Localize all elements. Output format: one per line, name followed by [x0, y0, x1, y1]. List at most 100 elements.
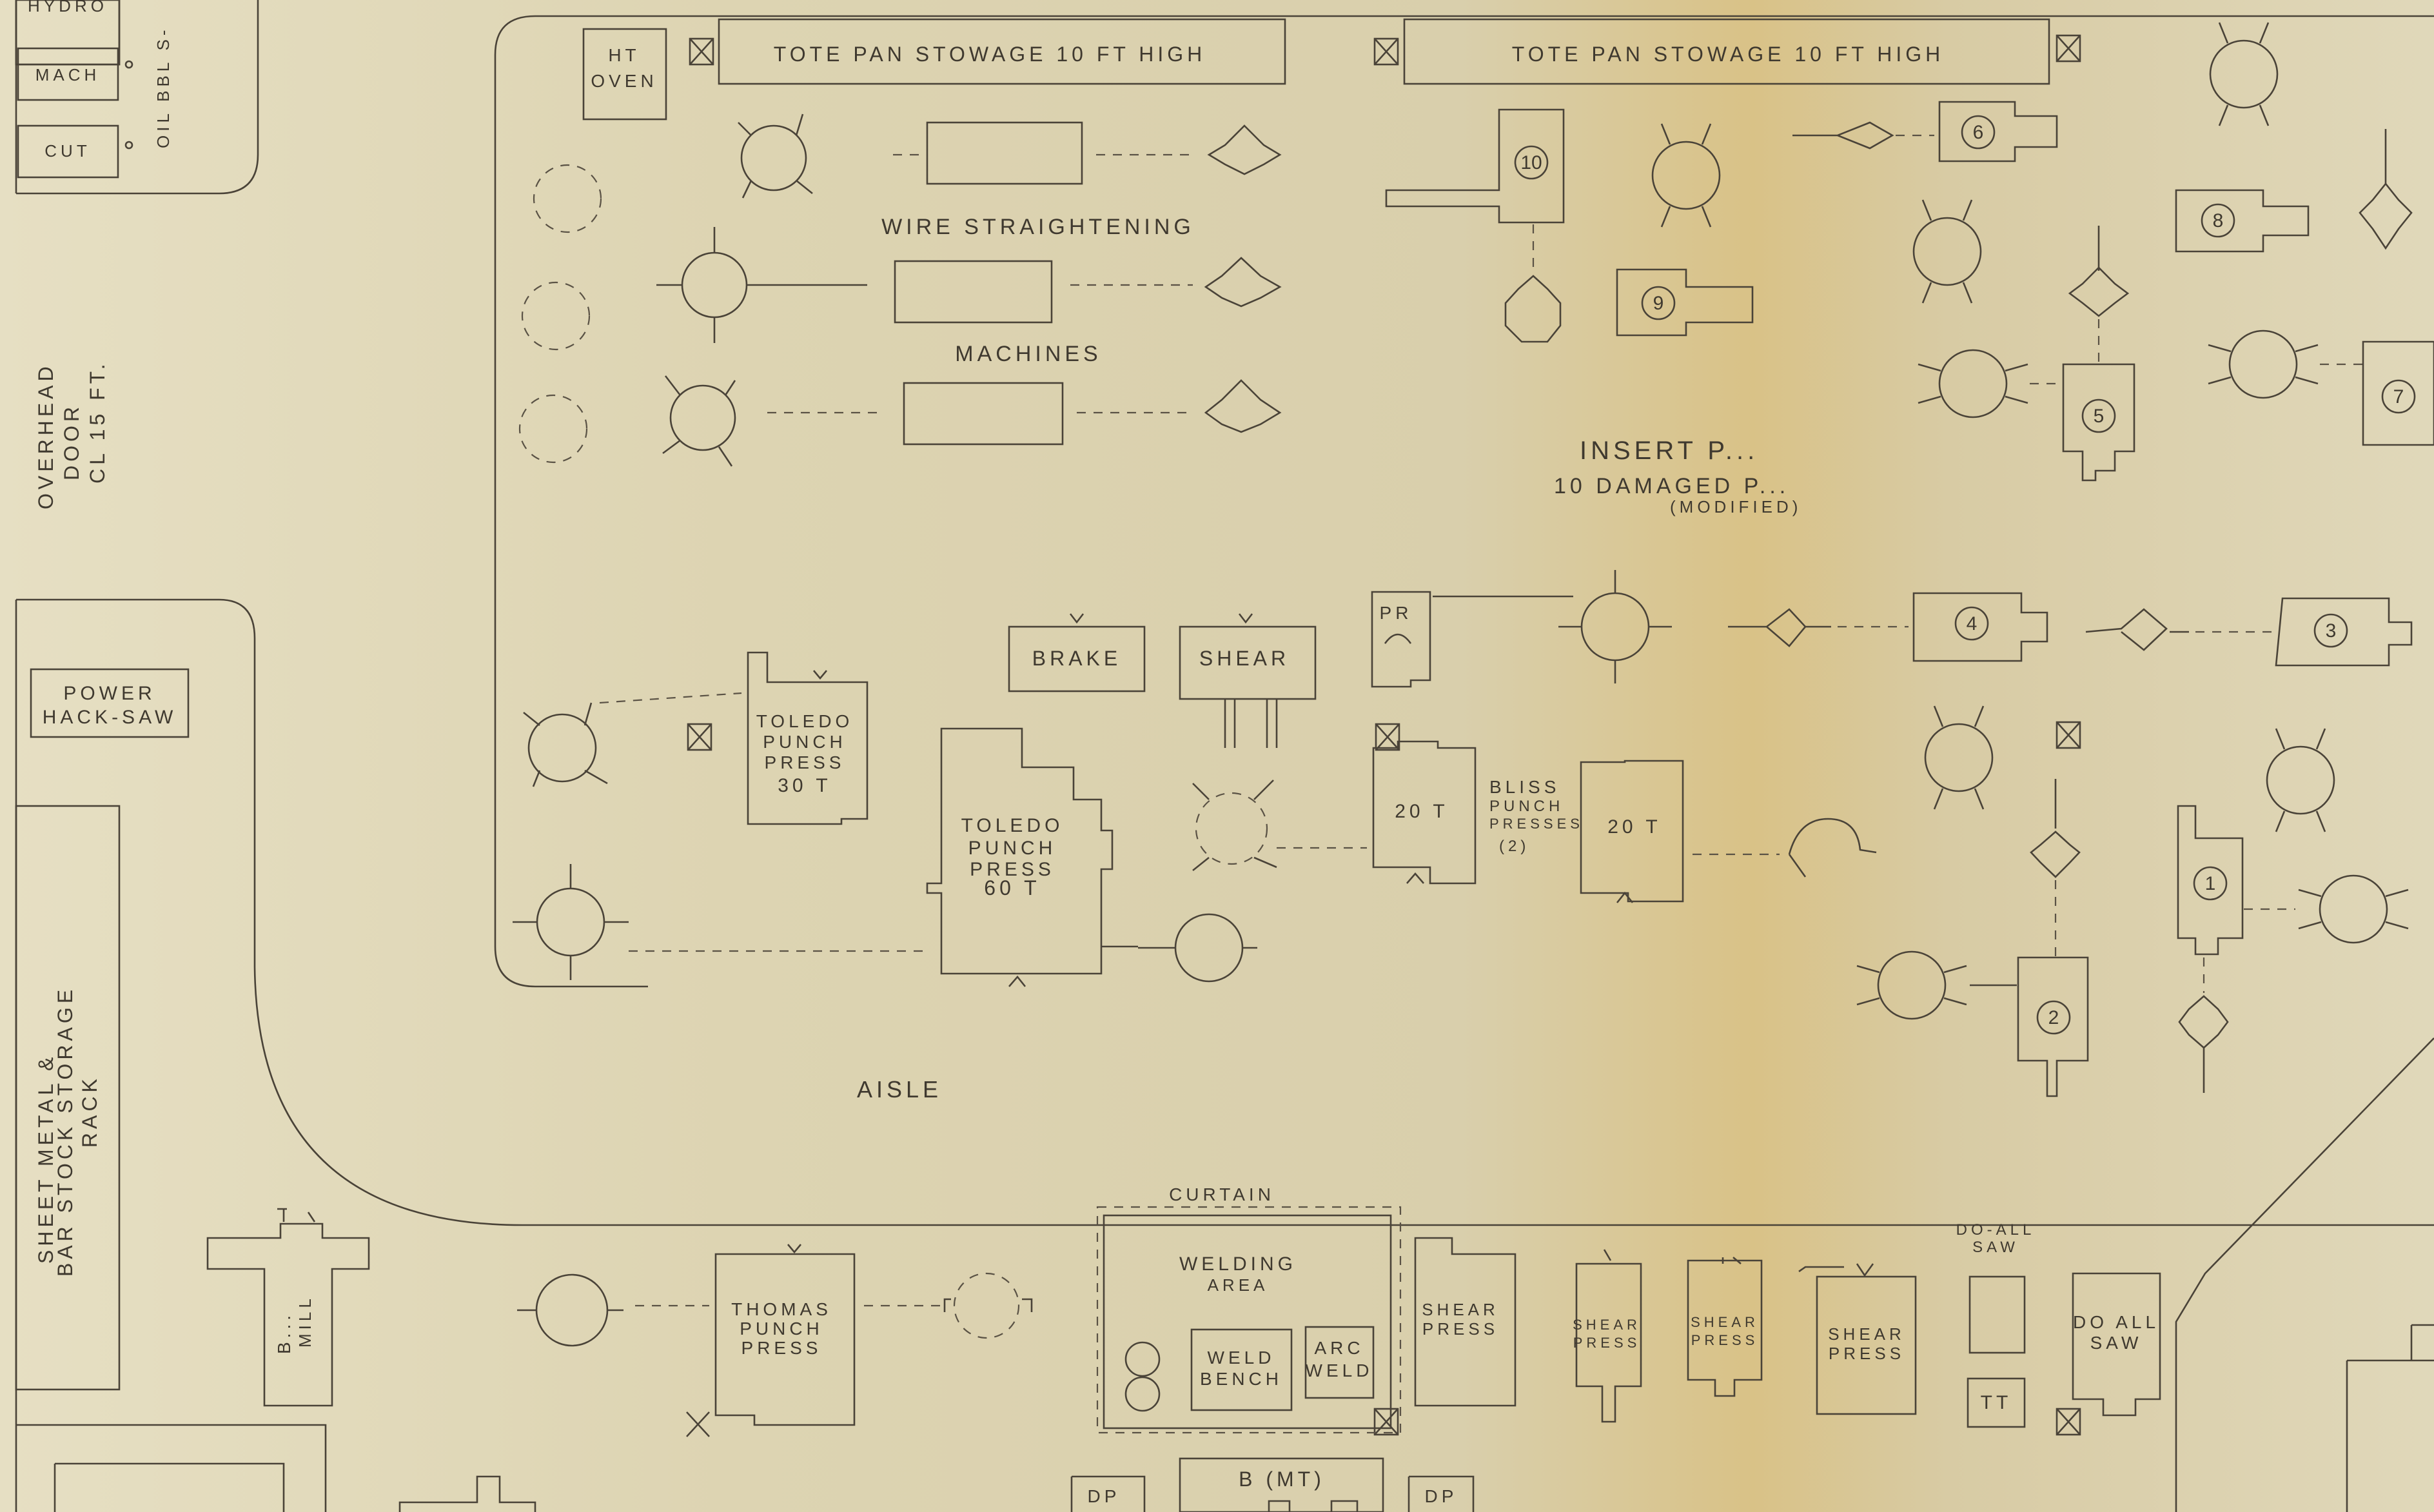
wire-straightening-machines: WIRE STRAIGHTENING MACHINES: [656, 113, 1282, 467]
oil-bbl-label: OIL BBL S-: [153, 26, 173, 148]
svg-text:HT: HT: [608, 45, 640, 65]
svg-text:SHEAR: SHEAR: [1691, 1314, 1759, 1330]
insert-presses-area: 10 9 6 8: [1371, 22, 2434, 1512]
svg-text:RACK: RACK: [78, 1075, 101, 1148]
tote-pan-stowage-2: TOTE PAN STOWAGE 10 FT HIGH: [1403, 18, 2050, 85]
toledo-punch-press-30t: TOLEDO PUNCH PRESS 30 T: [523, 651, 869, 825]
svg-text:DP: DP: [1425, 1486, 1458, 1506]
ht-oven: HT OVEN: [582, 28, 667, 121]
toledo-punch-press-60t: TOLEDO PUNCH PRESS 60 T: [513, 727, 1257, 987]
press-number-10: 10: [1520, 152, 1542, 173]
bend-mill: B... MILL: [206, 1208, 370, 1407]
svg-text:60 T: 60 T: [984, 876, 1040, 899]
svg-text:PRESS: PRESS: [765, 752, 845, 772]
svg-text:BLISS: BLISS: [1489, 777, 1560, 797]
svg-text:POWER: POWER: [63, 683, 155, 704]
svg-text:PUNCH: PUNCH: [740, 1319, 823, 1339]
svg-text:30 T: 30 T: [778, 775, 832, 796]
svg-text:WELD: WELD: [1306, 1360, 1373, 1380]
svg-text:PRESS: PRESS: [1691, 1332, 1759, 1348]
damaged-presses-label: 10 DAMAGED P...: [1554, 474, 1789, 498]
svg-text:WELD: WELD: [1208, 1348, 1275, 1368]
storage-rack: [15, 805, 121, 1391]
bliss-punch-presses: 20 T BLISS PUNCH PRESSES (2) 20 T: [1192, 740, 1877, 903]
svg-text:BENCH: BENCH: [1200, 1369, 1282, 1389]
thomas-punch-press: THOMAS PUNCH PRESS: [517, 1244, 1033, 1426]
brake-box: [1008, 625, 1146, 692]
svg-text:ARC: ARC: [1314, 1338, 1364, 1358]
press-number-5: 5: [2094, 406, 2105, 427]
insert-presses-label: INSERT P...: [1580, 437, 1758, 465]
svg-text:PUNCH: PUNCH: [763, 732, 847, 752]
svg-text:TOTE PAN STOWAGE 10 FT HIGH: TOTE PAN STOWAGE 10 FT HIGH: [774, 43, 1206, 66]
svg-text:CL 15 FT.: CL 15 FT.: [86, 360, 109, 484]
svg-text:HACK-SAW: HACK-SAW: [43, 707, 177, 728]
svg-text:OVERHEAD: OVERHEAD: [34, 362, 57, 509]
svg-text:AREA: AREA: [1208, 1275, 1269, 1295]
cut-label: CUT: [44, 141, 90, 161]
weld-bench-box: [1190, 1328, 1293, 1411]
svg-text:SAW: SAW: [1972, 1239, 2019, 1256]
tote-pan-stowage-1: TOTE PAN STOWAGE 10 FT HIGH: [718, 18, 1286, 85]
svg-text:OVEN: OVEN: [591, 71, 657, 91]
svg-text:SHEAR: SHEAR: [1573, 1317, 1641, 1333]
brake-shear-row: BRAKE SHEAR: [1008, 613, 1317, 748]
svg-text:20 T: 20 T: [1395, 801, 1449, 822]
press-number-7: 7: [2393, 386, 2404, 407]
svg-text:PRESS: PRESS: [741, 1338, 822, 1358]
aisle-label: AISLE: [857, 1076, 942, 1103]
svg-text:SHEAR: SHEAR: [1828, 1324, 1905, 1344]
press-number-1: 1: [2205, 873, 2216, 894]
svg-text:SHEAR: SHEAR: [1422, 1300, 1499, 1319]
svg-text:20 T: 20 T: [1607, 816, 1662, 838]
do-all-saws: DO-ALL SAW TT DO ALL SAW: [1956, 1221, 2161, 1428]
shear-presses: SHEAR PRESS SHEAR PRESS SHEAR PRESS SHEA…: [1414, 1237, 1917, 1423]
svg-text:TOLEDO: TOLEDO: [961, 815, 1064, 836]
left-lower-structure: POWER HACK-SAW SHEET METAL & BAR STOCK S…: [15, 598, 2434, 1512]
svg-text:(2): (2): [1499, 838, 1529, 855]
svg-text:TT: TT: [1981, 1392, 2012, 1413]
svg-text:CURTAIN: CURTAIN: [1169, 1184, 1275, 1204]
svg-text:BRAKE: BRAKE: [1032, 647, 1121, 670]
svg-text:THOMAS: THOMAS: [731, 1299, 832, 1319]
shear-box: [1179, 625, 1317, 700]
svg-text:DO ALL: DO ALL: [2073, 1312, 2159, 1332]
svg-text:PUNCH: PUNCH: [1489, 798, 1564, 815]
column-x-markers: [686, 34, 2081, 1437]
svg-text:SAW: SAW: [2090, 1333, 2143, 1353]
tt-box: [1967, 1377, 2026, 1428]
svg-text:PRESSES: PRESSES: [1489, 816, 1584, 832]
bottom-dp-units: DP B (MT) DP: [1070, 1457, 1475, 1512]
svg-text:PUNCH: PUNCH: [968, 838, 1057, 859]
coil-stands: [518, 164, 602, 464]
svg-text:PRESS: PRESS: [1573, 1335, 1641, 1351]
power-hacksaw-box: [30, 668, 190, 738]
modified-label: (MODIFIED): [1670, 497, 1801, 516]
svg-text:DP: DP: [1088, 1486, 1121, 1506]
press-number-3: 3: [2326, 620, 2337, 642]
svg-text:SHEET METAL &: SHEET METAL &: [34, 1054, 57, 1264]
svg-text:TOTE PAN STOWAGE 10 FT HIGH: TOTE PAN STOWAGE 10 FT HIGH: [1512, 43, 1945, 66]
press-number-9: 9: [1653, 293, 1664, 314]
svg-text:DOOR: DOOR: [60, 403, 83, 480]
wire-straightening-label: WIRE STRAIGHTENING: [881, 215, 1195, 239]
mach-label: MACH: [35, 65, 101, 84]
overhead-door-label: OVERHEAD DOOR CL 15 FT.: [34, 360, 109, 509]
arc-weld-box: [1304, 1326, 1375, 1399]
machines-label: MACHINES: [955, 342, 1101, 366]
svg-text:B...: B...: [274, 1311, 294, 1354]
press-number-6: 6: [1973, 122, 1984, 143]
welding-area: CURTAIN WELDING AREA WELD BENCH ARC WELD: [1096, 1184, 1402, 1434]
svg-text:MILL: MILL: [295, 1295, 315, 1348]
svg-text:PRESS: PRESS: [1829, 1344, 1905, 1363]
svg-text:PRESS: PRESS: [970, 859, 1055, 880]
svg-text:BAR STOCK STORAGE: BAR STOCK STORAGE: [54, 986, 77, 1277]
svg-text:B (MT): B (MT): [1239, 1468, 1325, 1491]
pr-label: PR: [1380, 603, 1413, 623]
svg-text:TOLEDO: TOLEDO: [756, 711, 854, 731]
press-number-8: 8: [2213, 210, 2224, 231]
main-room-wall: [494, 15, 2434, 988]
left-cabinets: HYDRO MACH CUT OIL BBL S-: [15, 0, 259, 195]
press-number-2: 2: [2048, 1007, 2059, 1028]
